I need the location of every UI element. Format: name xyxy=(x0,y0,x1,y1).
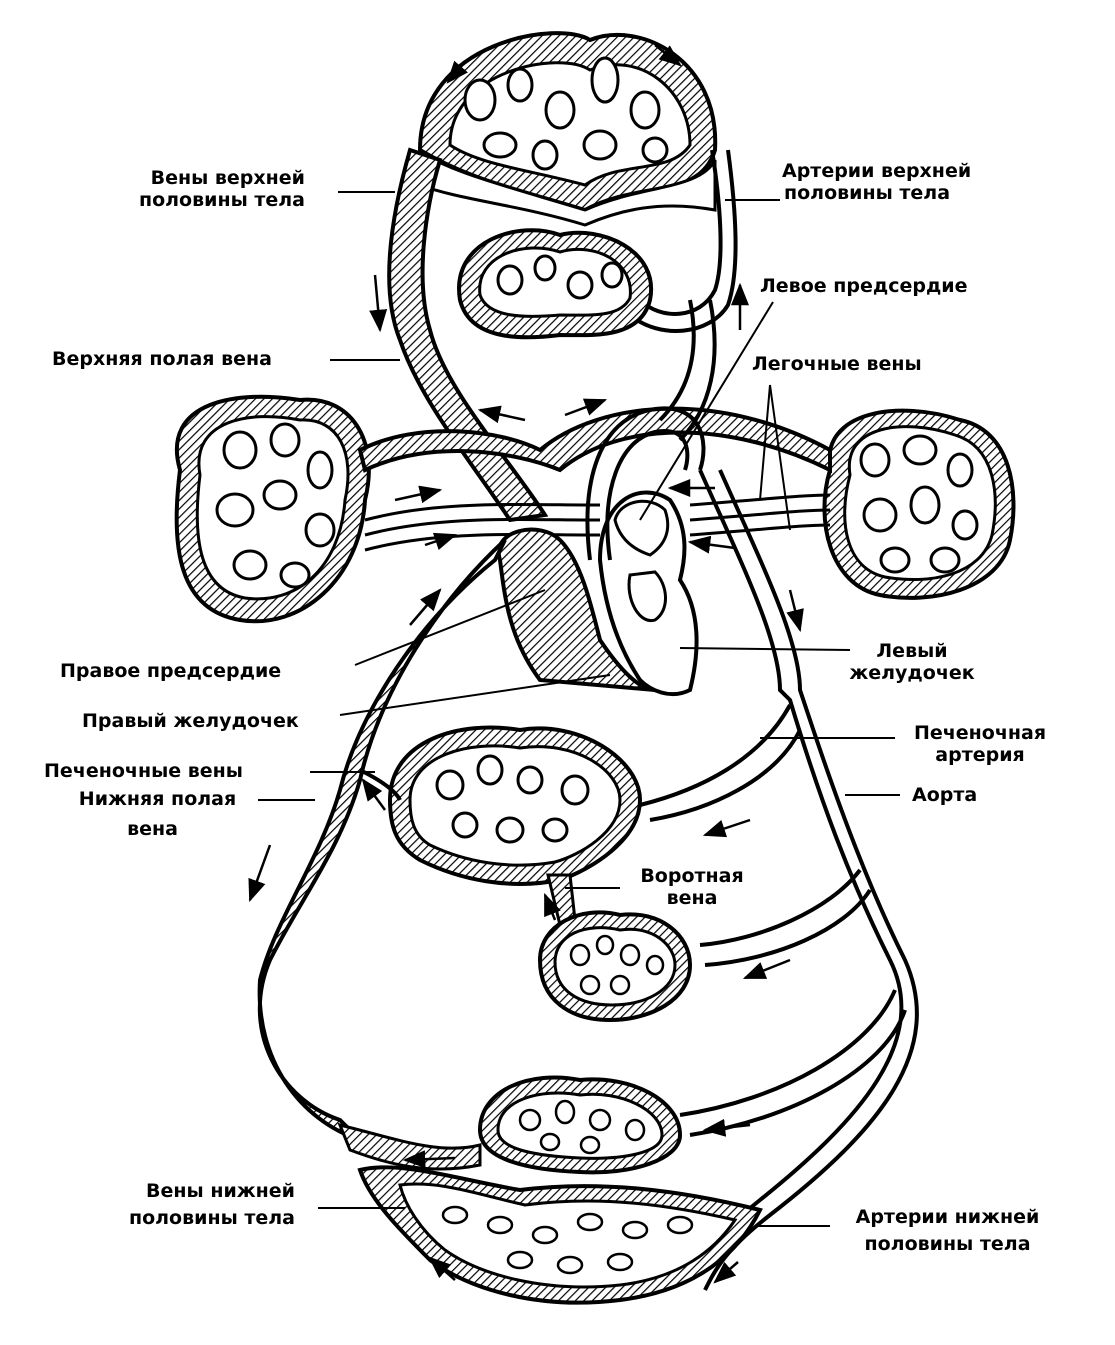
liver-islands xyxy=(435,754,590,844)
flow-arrows xyxy=(248,44,804,1284)
label-aorta: Аорта xyxy=(912,784,978,806)
label-veins-lower-line2: половины тела xyxy=(128,1207,295,1229)
label-inferior-vena-cava: Нижняя полая вена xyxy=(55,788,260,840)
label-hepatic-artery: Печеночная артерия xyxy=(895,722,1065,766)
upper-capillary-islands xyxy=(463,56,669,171)
label-arteries-lower-line1: Артерии нижней xyxy=(855,1206,1040,1228)
lower-body-islands xyxy=(441,1205,694,1275)
lower-intermediate-capillaries xyxy=(477,1075,683,1175)
label-portal-vein: Воротная вена xyxy=(622,865,762,909)
label-ivc-line2: вена xyxy=(127,818,178,840)
label-arteries-upper-line2: половины тела xyxy=(784,182,951,204)
label-veins-upper-line2: половины тела xyxy=(138,189,305,211)
right-lung-islands xyxy=(859,434,979,574)
liver-capillaries xyxy=(387,725,643,886)
leader-lines xyxy=(258,191,900,1227)
second-capillary-islands xyxy=(496,254,624,300)
label-pulmonary-veins: Легочные вены xyxy=(752,353,922,375)
lower-body-capillaries xyxy=(357,1165,763,1305)
label-portal-vein-line1: Воротная xyxy=(640,865,744,887)
label-arteries-upper-line1: Артерии верхней xyxy=(782,160,972,182)
intestine-capillaries xyxy=(537,910,693,1023)
lower-intermediate-islands xyxy=(518,1099,646,1155)
label-veins-upper-line1: Вены верхней xyxy=(150,167,305,189)
label-left-ventricle-line1: Левый xyxy=(876,640,948,662)
label-left-ventricle: Левый желудочек xyxy=(832,640,992,684)
label-right-atrium: Правое предсердие xyxy=(60,660,282,682)
label-arteries-upper: Артерии верхней половины тела xyxy=(782,160,1022,204)
pulmonary-arch xyxy=(357,406,832,474)
heart xyxy=(496,406,706,697)
label-hepatic-veins: Печеночные вены xyxy=(44,760,243,782)
pulmonary-veins-lines xyxy=(364,493,831,552)
label-right-ventricle: Правый желудочек xyxy=(82,710,299,732)
upper-artery-tube xyxy=(638,149,723,316)
label-left-ventricle-line2: желудочек xyxy=(849,662,975,684)
left-lung-islands xyxy=(215,422,336,589)
second-capillary-bed xyxy=(457,228,654,340)
label-hepatic-artery-line2: артерия xyxy=(935,744,1025,766)
label-ivc-line1: Нижняя полая xyxy=(78,788,237,810)
label-superior-vena-cava: Верхняя полая вена xyxy=(52,348,272,370)
label-arteries-lower-line2: половины тела xyxy=(864,1233,1031,1255)
label-arteries-lower: Артерии нижней половины тела xyxy=(825,1206,1070,1255)
right-atrium-ventricle xyxy=(496,527,656,692)
lower-veins-band xyxy=(337,1122,482,1171)
label-veins-lower-line1: Вены нижней xyxy=(146,1180,295,1202)
label-hepatic-artery-line1: Печеночная xyxy=(913,722,1047,744)
label-veins-lower: Вены нижней половины тела xyxy=(90,1180,295,1229)
label-left-atrium: Левое предсердие xyxy=(760,275,968,297)
label-portal-vein-line2: вена xyxy=(666,887,718,909)
descending-aorta xyxy=(688,469,904,1281)
intestine-islands xyxy=(569,934,665,996)
label-veins-upper: Вены верхней половины тела xyxy=(100,167,305,211)
